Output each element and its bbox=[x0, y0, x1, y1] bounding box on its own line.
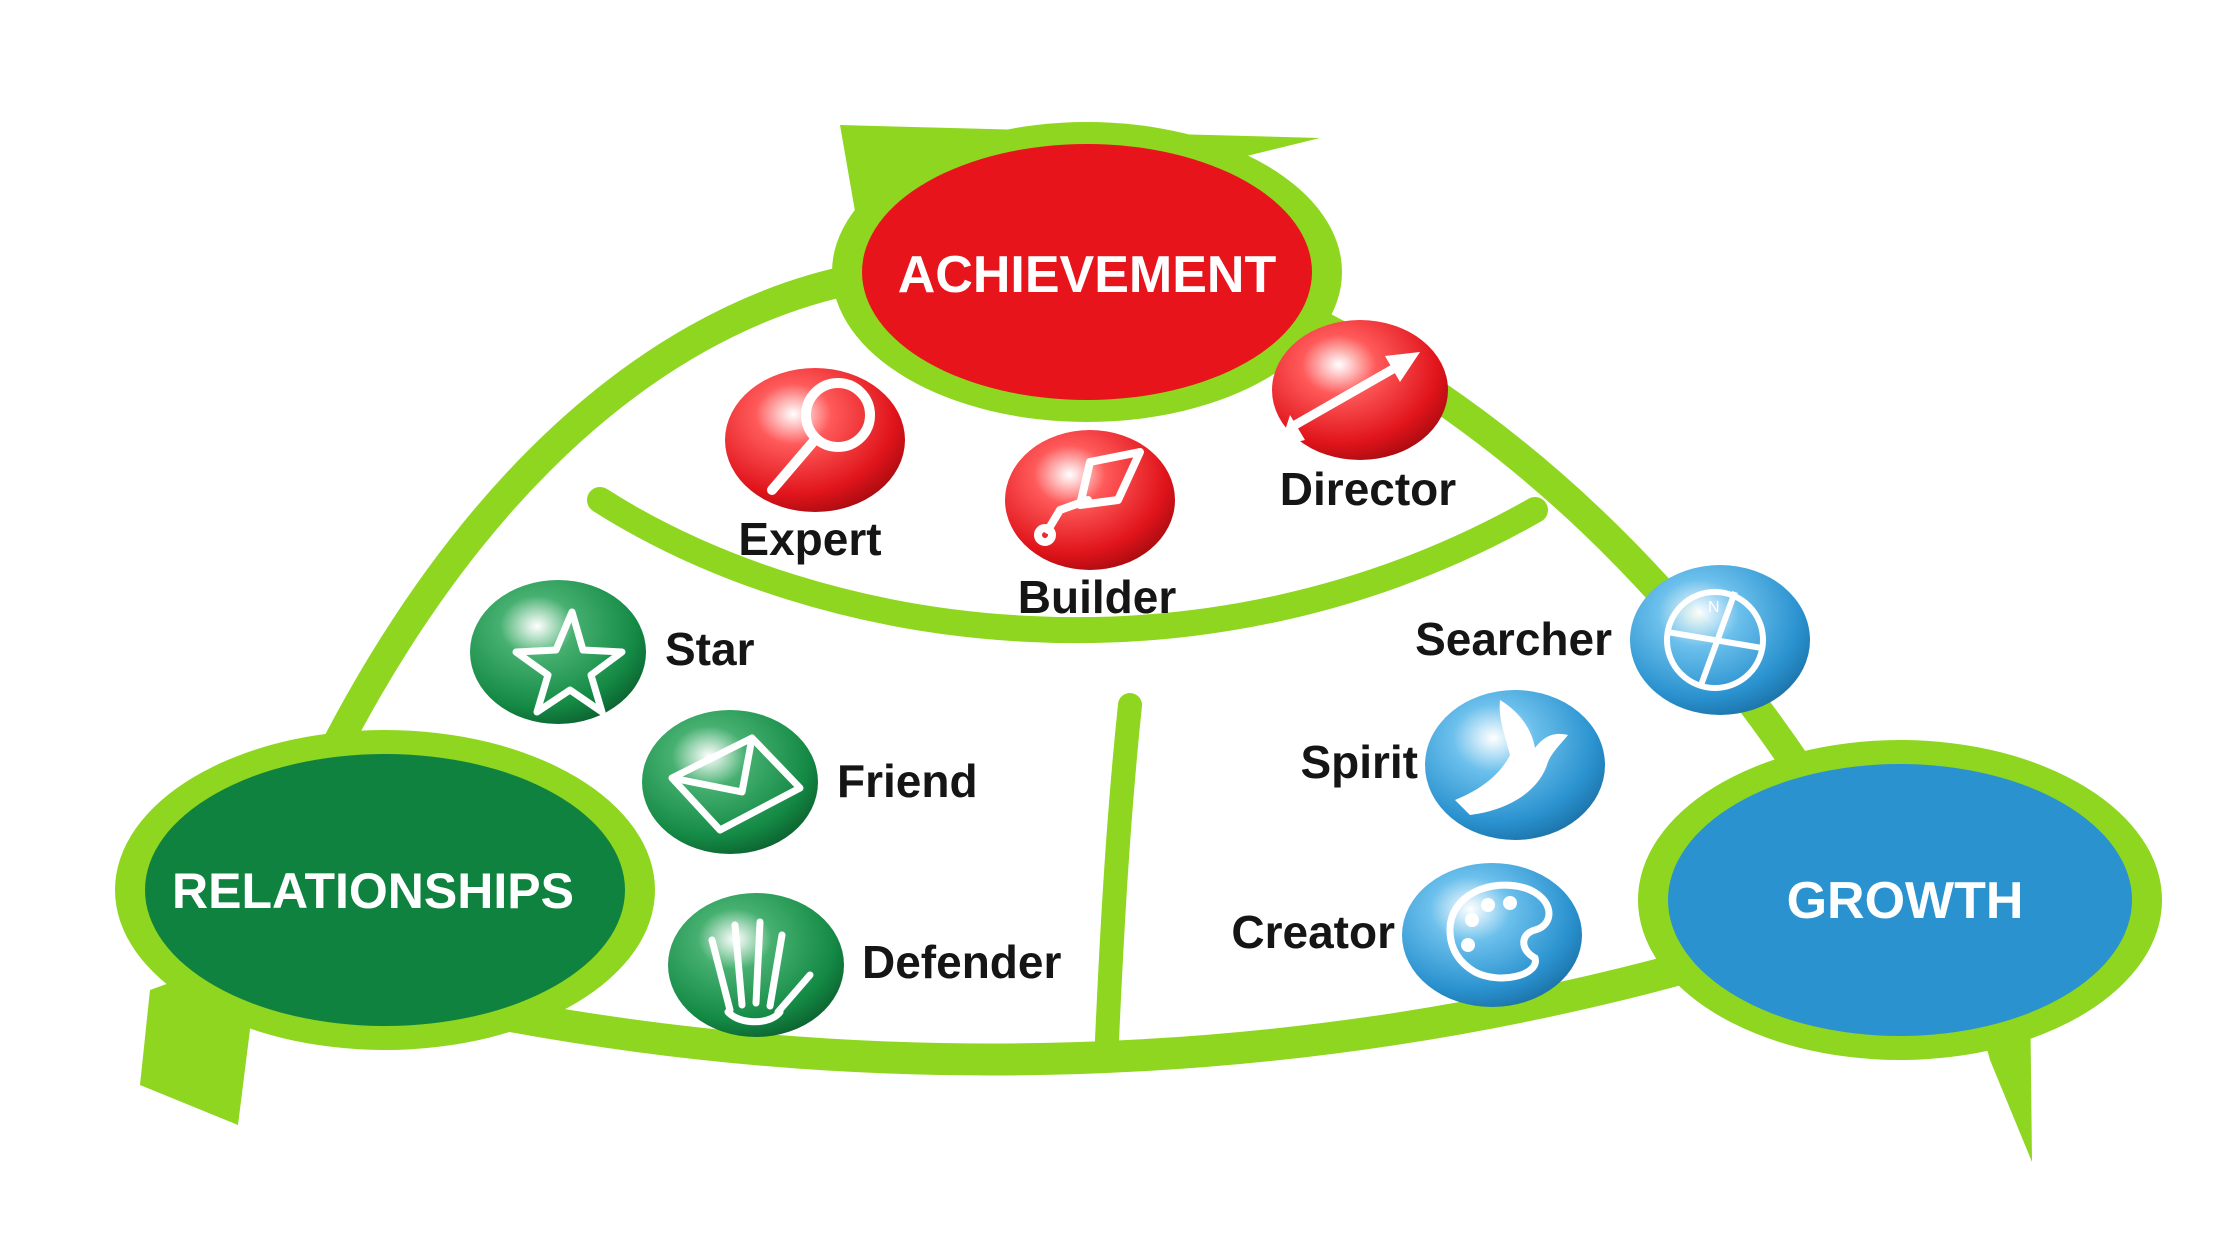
role-searcher-label: Searcher bbox=[1415, 613, 1612, 665]
role-searcher: N Searcher bbox=[1415, 565, 1810, 715]
role-defender-label: Defender bbox=[862, 936, 1061, 988]
role-friend-label: Friend bbox=[837, 755, 978, 807]
hub-relationships-label: RELATIONSHIPS bbox=[172, 863, 574, 919]
magnifier-icon bbox=[767, 378, 875, 495]
role-spirit-label: Spirit bbox=[1300, 736, 1418, 788]
frame-upper-divider bbox=[587, 487, 1548, 644]
role-builder-label: Builder bbox=[1018, 571, 1177, 623]
role-creator-label: Creator bbox=[1231, 906, 1395, 958]
role-creator: Creator bbox=[1231, 863, 1582, 1007]
hub-growth-label: GROWTH bbox=[1787, 872, 2024, 930]
hub-relationships: RELATIONSHIPS bbox=[115, 730, 655, 1050]
role-director-label: Director bbox=[1280, 463, 1456, 515]
arrow-icon bbox=[1280, 352, 1420, 446]
frame-center-divider bbox=[1095, 693, 1142, 1052]
palette-icon bbox=[1446, 881, 1553, 982]
role-star: Star bbox=[470, 580, 755, 724]
envelope-icon bbox=[668, 734, 804, 834]
compass-icon: N bbox=[1664, 589, 1766, 691]
role-spirit: Spirit bbox=[1300, 690, 1605, 840]
trowel-icon bbox=[1034, 448, 1144, 546]
frame-bottom-arc bbox=[414, 939, 1746, 1076]
role-star-label: Star bbox=[665, 623, 755, 675]
hand-icon bbox=[708, 918, 814, 1026]
role-builder: Builder bbox=[1005, 430, 1176, 623]
role-expert: Expert bbox=[725, 368, 905, 565]
role-defender: Defender bbox=[668, 893, 1061, 1037]
svg-text:N: N bbox=[1708, 599, 1720, 616]
hub-achievement-label: ACHIEVEMENT bbox=[898, 246, 1277, 304]
hub-achievement: ACHIEVEMENT bbox=[832, 122, 1342, 422]
star-icon bbox=[512, 608, 626, 716]
hub-growth: GROWTH bbox=[1638, 740, 2162, 1060]
role-director: Director bbox=[1272, 320, 1456, 515]
dove-icon bbox=[1455, 700, 1568, 815]
role-expert-label: Expert bbox=[738, 513, 881, 565]
role-friend: Friend bbox=[642, 710, 978, 854]
